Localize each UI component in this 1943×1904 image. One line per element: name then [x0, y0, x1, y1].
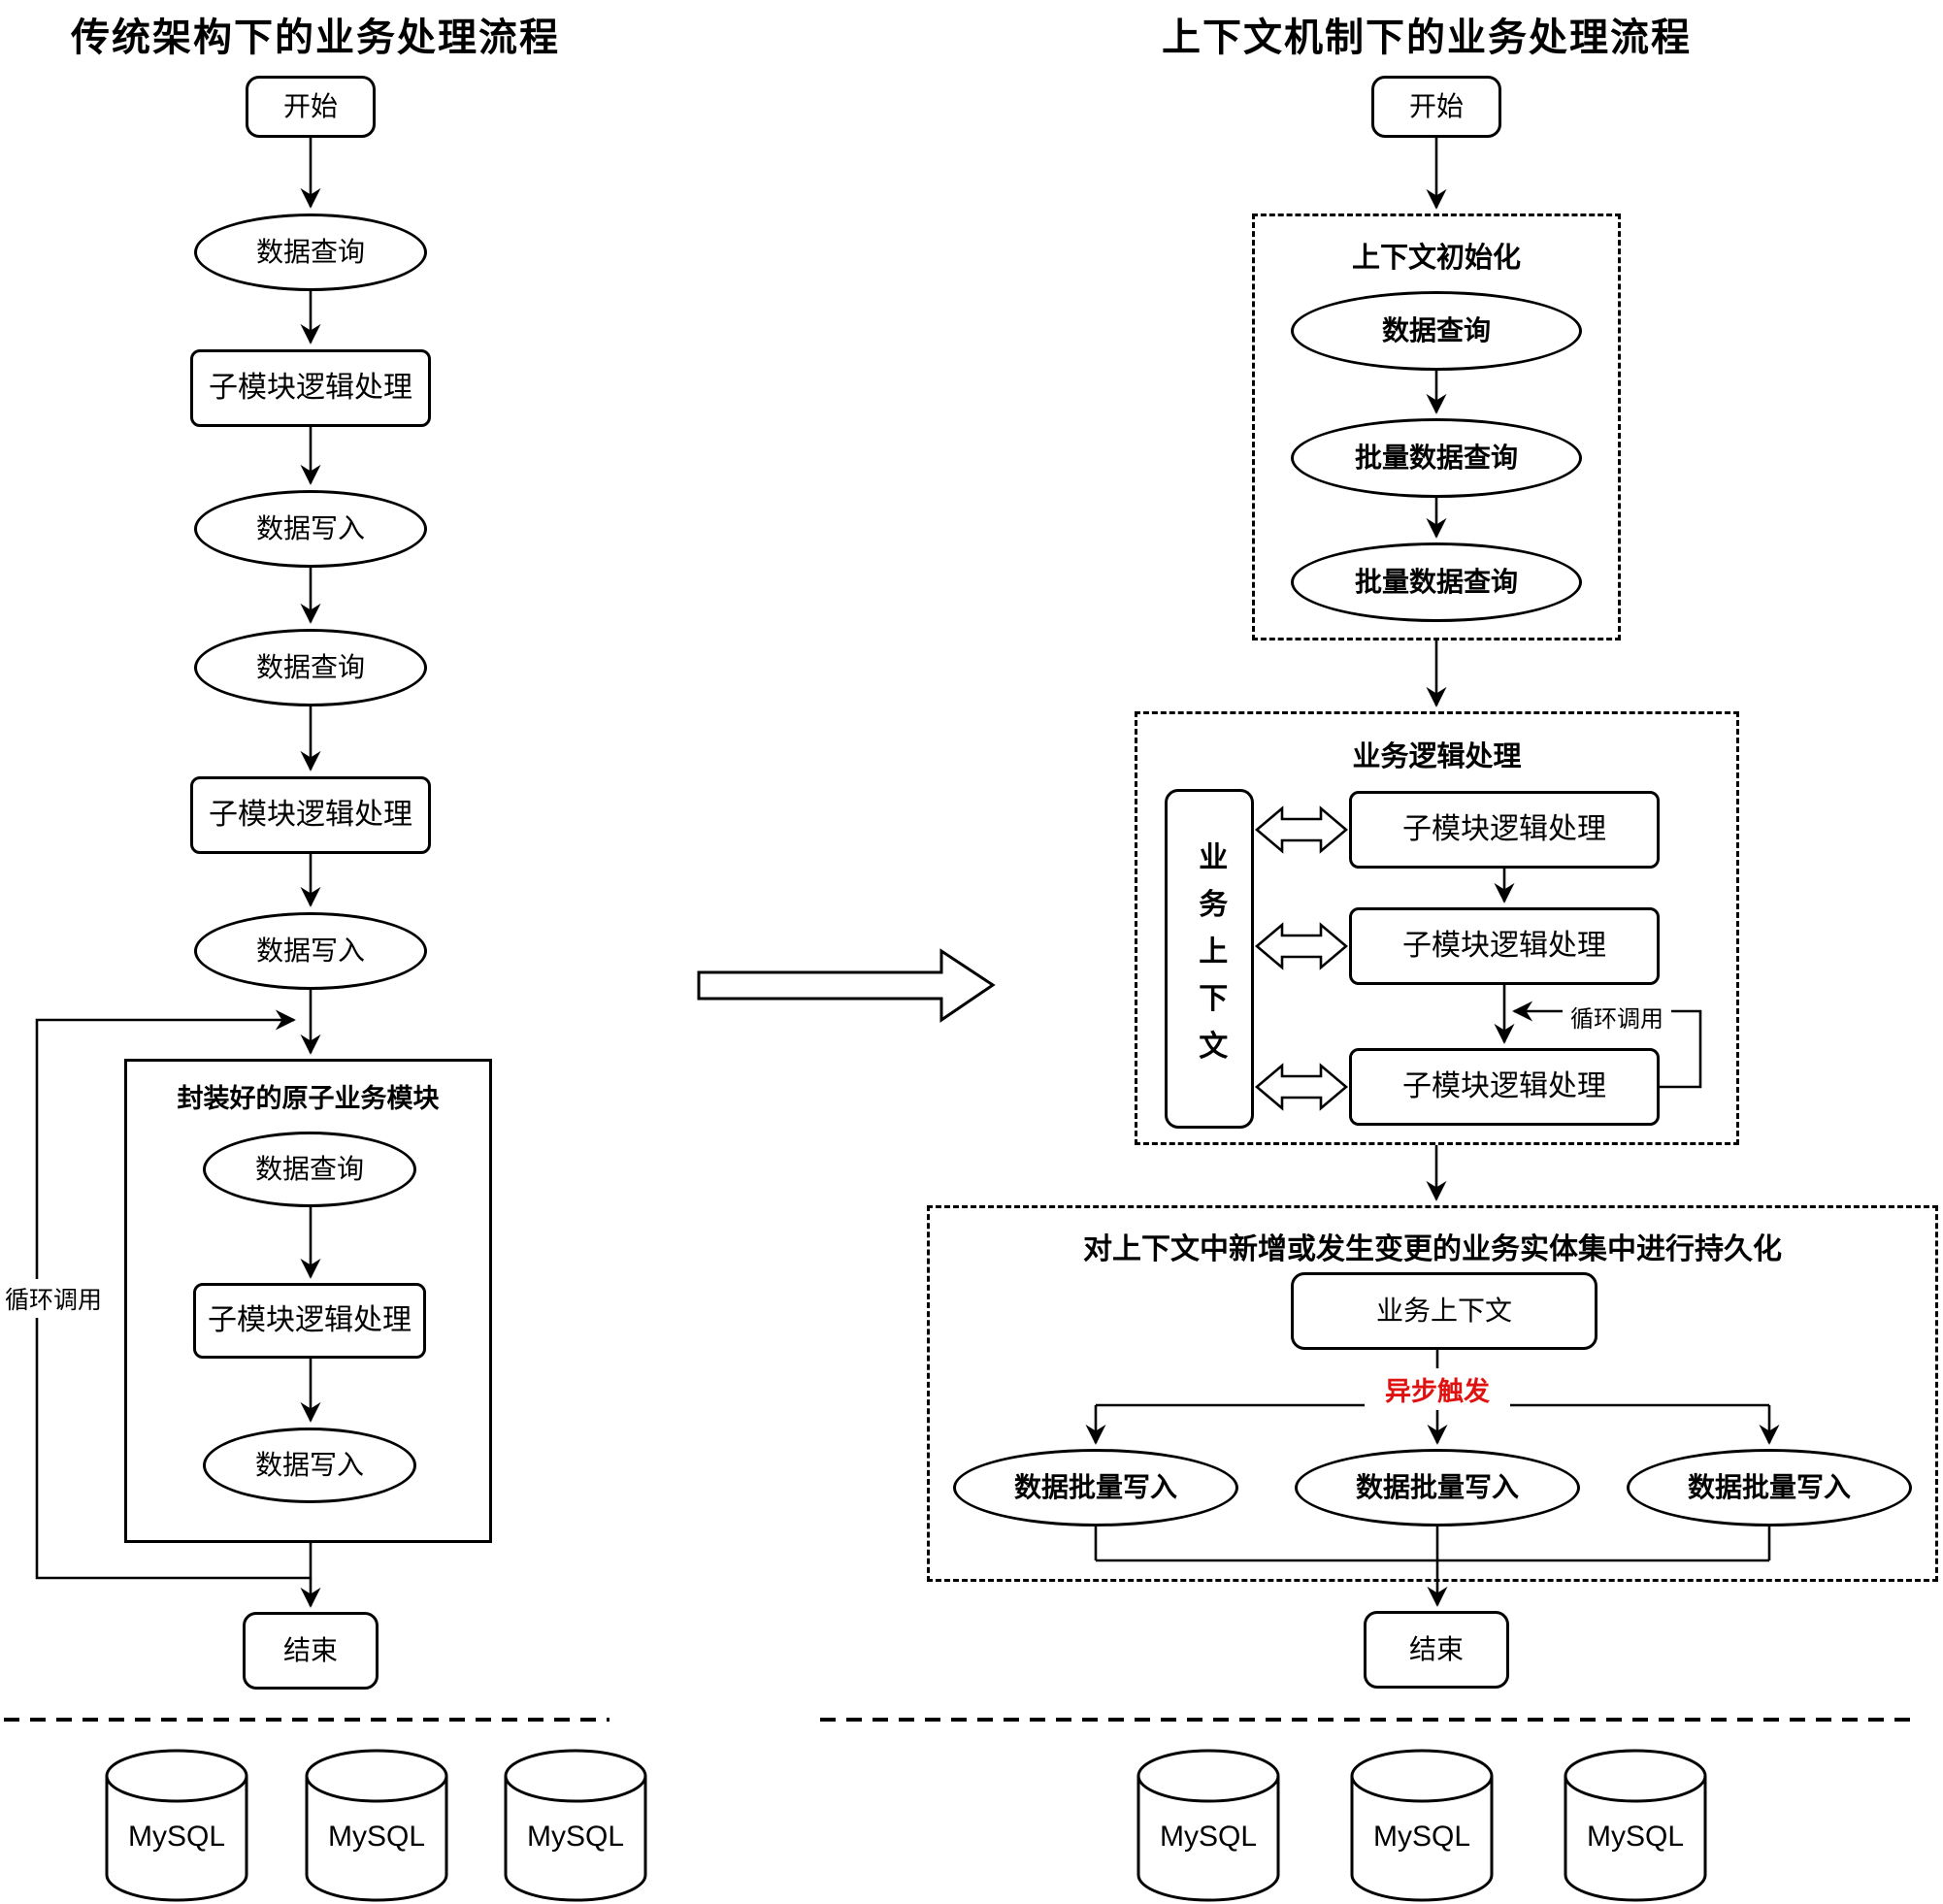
batch-query-ellipse: 批量数据查询: [1291, 418, 1582, 498]
right-flow-title: 上下文机制下的业务处理流程: [1162, 16, 1692, 59]
batch-query-ellipse: 批量数据查询: [1291, 542, 1582, 622]
mysql-label: MySQL: [127, 1821, 226, 1853]
batch-write-ellipse: 数据批量写入: [1627, 1449, 1912, 1526]
mysql-database-cylinder: MySQL: [1349, 1747, 1495, 1904]
submodule-logic-rect: 子模块逻辑处理: [193, 1283, 426, 1359]
mysql-database-cylinder: MySQL: [1136, 1747, 1281, 1904]
end-node-right: 结束: [1364, 1611, 1509, 1689]
cylinder-icon: [305, 1749, 448, 1902]
cylinder-icon: [1564, 1749, 1707, 1902]
business-context-box: 业务上下文: [1291, 1272, 1597, 1350]
data-query-ellipse: 数据查询: [194, 629, 427, 706]
mysql-database-cylinder: MySQL: [503, 1747, 648, 1904]
cylinder-icon: [1136, 1749, 1280, 1902]
mysql-database-cylinder: MySQL: [304, 1747, 449, 1904]
batch-write-ellipse: 数据批量写入: [1295, 1449, 1580, 1526]
mysql-label: MySQL: [1372, 1821, 1471, 1853]
cylinder-icon: [504, 1749, 647, 1902]
business-context-label: 业务上下文: [1194, 840, 1227, 1077]
start-node-left: 开始: [246, 76, 376, 138]
start-node-right: 开始: [1371, 76, 1501, 138]
mysql-label: MySQL: [1159, 1821, 1258, 1853]
mysql-label: MySQL: [327, 1821, 426, 1853]
mysql-database-cylinder: MySQL: [104, 1747, 249, 1904]
atomic-module-title: 封装好的原子业务模块: [177, 1084, 440, 1113]
data-write-ellipse: 数据写入: [194, 912, 427, 990]
business-logic-box: [1135, 711, 1739, 1145]
cylinder-icon: [1350, 1749, 1494, 1902]
context-init-box: [1252, 213, 1621, 640]
data-write-ellipse: 数据写入: [194, 490, 427, 568]
submodule-logic-rect: 子模块逻辑处理: [190, 349, 431, 427]
business-context-vertical-box: 业务上下文: [1165, 789, 1254, 1129]
context-init-title: 上下文初始化: [1351, 243, 1521, 274]
mysql-database-cylinder: MySQL: [1563, 1747, 1708, 1904]
data-query-ellipse: 数据查询: [194, 213, 427, 291]
persistence-box: [927, 1205, 1938, 1582]
data-query-ellipse: 数据查询: [203, 1132, 416, 1207]
end-node-left: 结束: [243, 1612, 379, 1690]
transition-arrow: [697, 948, 996, 1023]
business-logic-title: 业务逻辑处理: [1352, 741, 1522, 772]
submodule-logic-rect: 子模块逻辑处理: [1349, 907, 1660, 985]
loop-call-label-right: 循环调用: [1563, 998, 1671, 1035]
persistence-title: 对上下文中新增或发生变更的业务实体集中进行持久化: [1083, 1233, 1782, 1265]
submodule-logic-rect: 子模块逻辑处理: [190, 776, 431, 854]
data-query-ellipse: 数据查询: [1291, 291, 1582, 371]
cylinder-icon: [105, 1749, 248, 1902]
mysql-label: MySQL: [526, 1821, 625, 1853]
batch-write-ellipse: 数据批量写入: [953, 1449, 1238, 1526]
left-flow-title: 传统架构下的业务处理流程: [71, 16, 560, 59]
loop-call-label-left: 循环调用: [2, 1279, 105, 1318]
submodule-logic-rect: 子模块逻辑处理: [1349, 1048, 1660, 1126]
data-write-ellipse: 数据写入: [203, 1428, 416, 1503]
submodule-logic-rect: 子模块逻辑处理: [1349, 791, 1660, 869]
async-trigger-label: 异步触发: [1365, 1368, 1510, 1410]
mysql-label: MySQL: [1586, 1821, 1685, 1853]
